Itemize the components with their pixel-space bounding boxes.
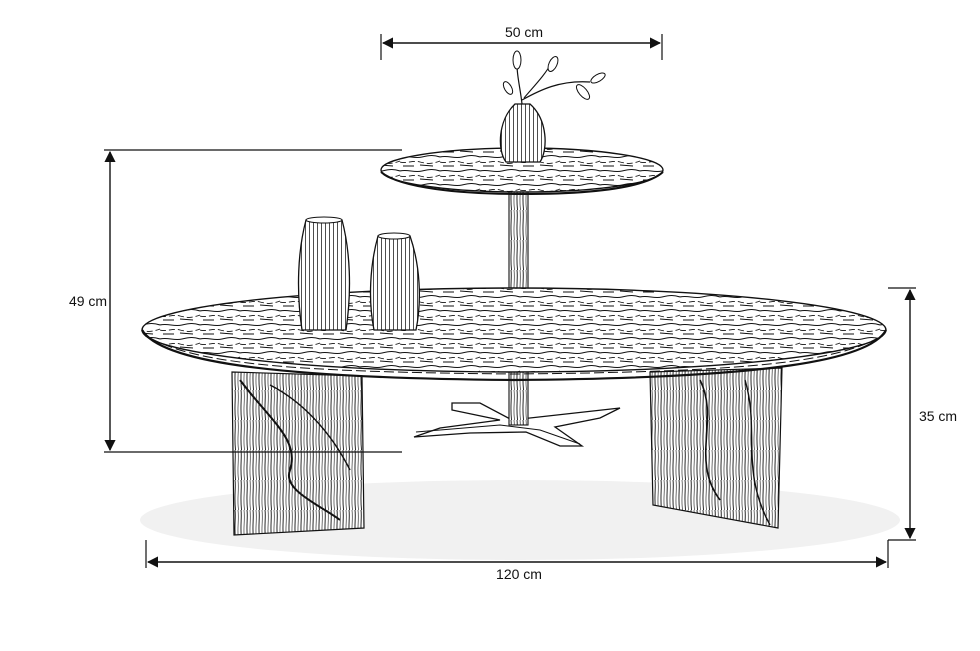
dimension-top-width: 50 cm bbox=[380, 24, 663, 60]
dimension-total-length: 120 cm bbox=[145, 540, 889, 582]
dimension-table-height: 35 cm bbox=[888, 287, 957, 541]
tall-vase-right bbox=[369, 232, 421, 331]
tall-vase-left bbox=[297, 216, 351, 331]
right-leg bbox=[649, 367, 783, 529]
dimension-total-height: 49 cm bbox=[69, 149, 402, 453]
dimension-label-total-length: 120 cm bbox=[496, 566, 542, 582]
dimension-label-total-height: 49 cm bbox=[69, 293, 107, 309]
small-vase-with-branch bbox=[499, 50, 606, 163]
dimension-label-table-height: 35 cm bbox=[919, 408, 957, 424]
large-table-top bbox=[141, 287, 887, 382]
dimension-label-top-width: 50 cm bbox=[505, 24, 543, 40]
left-leg bbox=[231, 371, 365, 536]
